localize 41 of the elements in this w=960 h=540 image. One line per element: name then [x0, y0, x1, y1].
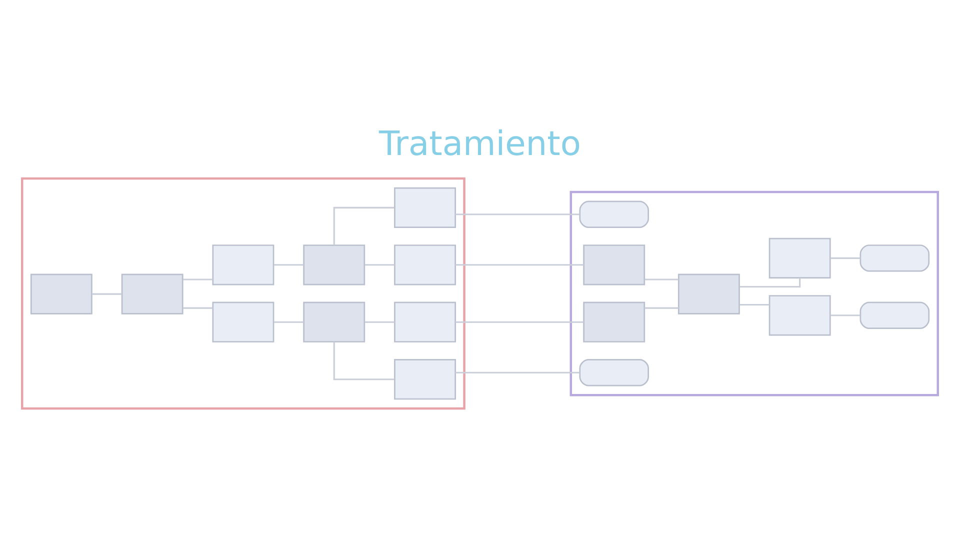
- diagram-title: Tratamiento: [379, 123, 581, 162]
- connector: [455, 264, 584, 266]
- connector: [740, 303, 770, 306]
- node-box: [583, 244, 646, 285]
- cluster: [21, 176, 466, 410]
- connector: [830, 256, 860, 258]
- node-box: [212, 301, 274, 342]
- node-box: [303, 301, 366, 342]
- node-box: [583, 301, 646, 342]
- node-box: [394, 186, 456, 228]
- connector: [830, 314, 860, 316]
- node-box: [768, 294, 831, 336]
- connector: [274, 264, 304, 266]
- connector: [455, 320, 584, 322]
- connector: [92, 292, 122, 294]
- node-box: [394, 358, 456, 400]
- node-box: [121, 273, 184, 314]
- node-box: [394, 244, 456, 285]
- node-box: [860, 301, 930, 328]
- connector: [644, 278, 678, 280]
- node-box: [212, 244, 274, 285]
- node-box: [579, 358, 649, 386]
- node-box: [30, 273, 92, 314]
- node-box: [394, 301, 456, 342]
- connector: [183, 278, 213, 280]
- cluster: [570, 190, 939, 396]
- connector: [455, 213, 580, 215]
- node-box: [678, 273, 740, 314]
- connector: [333, 341, 394, 380]
- node-box: [303, 244, 366, 285]
- connector: [183, 306, 213, 308]
- node-box: [860, 244, 930, 272]
- connector: [644, 306, 678, 308]
- connector: [740, 278, 801, 288]
- connector: [333, 206, 394, 245]
- node-box: [579, 200, 649, 228]
- connector: [455, 371, 580, 373]
- connector: [274, 320, 304, 322]
- connector: [364, 320, 395, 322]
- node-box: [768, 237, 831, 278]
- connector: [364, 264, 395, 266]
